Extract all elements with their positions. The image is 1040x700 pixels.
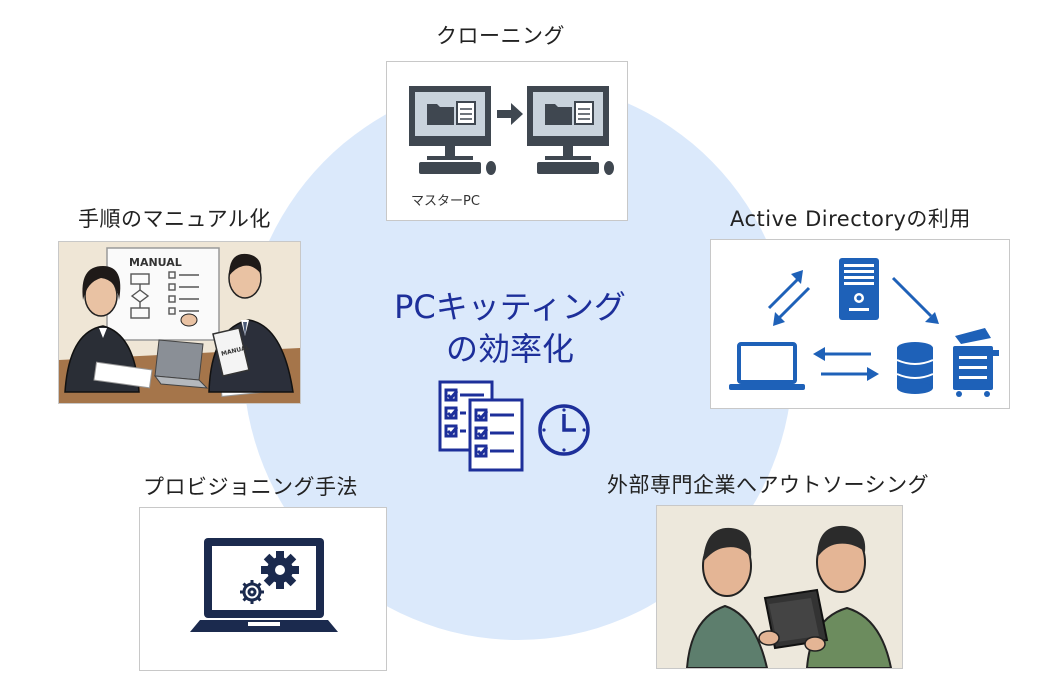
label-manual: 手順のマニュアル化 xyxy=(78,207,271,231)
card-active-directory xyxy=(710,239,1010,409)
whiteboard-text: MANUAL xyxy=(129,256,182,269)
label-outsourcing: 外部専門企業へアウトソーシング xyxy=(607,473,930,497)
person-left-icon xyxy=(685,527,769,668)
server-icon xyxy=(839,258,879,320)
card-provisioning xyxy=(139,507,387,671)
master-pc-caption: マスターPC xyxy=(411,194,480,209)
active-directory-illustration xyxy=(729,258,999,397)
computer-icon xyxy=(409,86,496,175)
card-manual: MANUAL xyxy=(58,241,301,404)
laptop-icon xyxy=(153,339,209,389)
laptop-icon xyxy=(729,342,805,390)
center-title-line1: PCキッティング xyxy=(394,288,626,326)
clock-icon xyxy=(536,402,592,458)
gear-large-icon xyxy=(261,551,299,589)
person-woman-icon xyxy=(64,266,140,393)
outsourcing-illustration xyxy=(657,506,902,668)
tablet-icon xyxy=(758,588,829,652)
card-cloning: マスターPC xyxy=(386,61,628,221)
person-right-icon xyxy=(805,525,893,668)
center-title: PCキッティング の効率化 xyxy=(360,286,660,370)
label-cloning: クローニング xyxy=(436,24,565,48)
checklist-icon xyxy=(438,380,528,472)
whiteboard: MANUAL xyxy=(106,247,220,341)
provisioning-illustration xyxy=(190,538,338,632)
manual-illustration: MANUAL xyxy=(59,242,300,403)
gear-small-icon xyxy=(240,580,264,604)
arrow-right-icon xyxy=(497,103,523,125)
printer-icon xyxy=(953,328,999,397)
label-provisioning: プロビジョニング手法 xyxy=(143,475,358,499)
database-icon xyxy=(896,342,934,394)
label-active-directory: Active Directoryの利用 xyxy=(730,207,971,231)
card-outsourcing xyxy=(656,505,903,669)
cloning-illustration xyxy=(409,86,614,175)
arrow-head xyxy=(791,270,803,284)
center-title-line2: の効率化 xyxy=(445,330,574,368)
manual-book-icon: MANUAL xyxy=(212,327,250,377)
laptop-gear-icon xyxy=(190,538,338,632)
